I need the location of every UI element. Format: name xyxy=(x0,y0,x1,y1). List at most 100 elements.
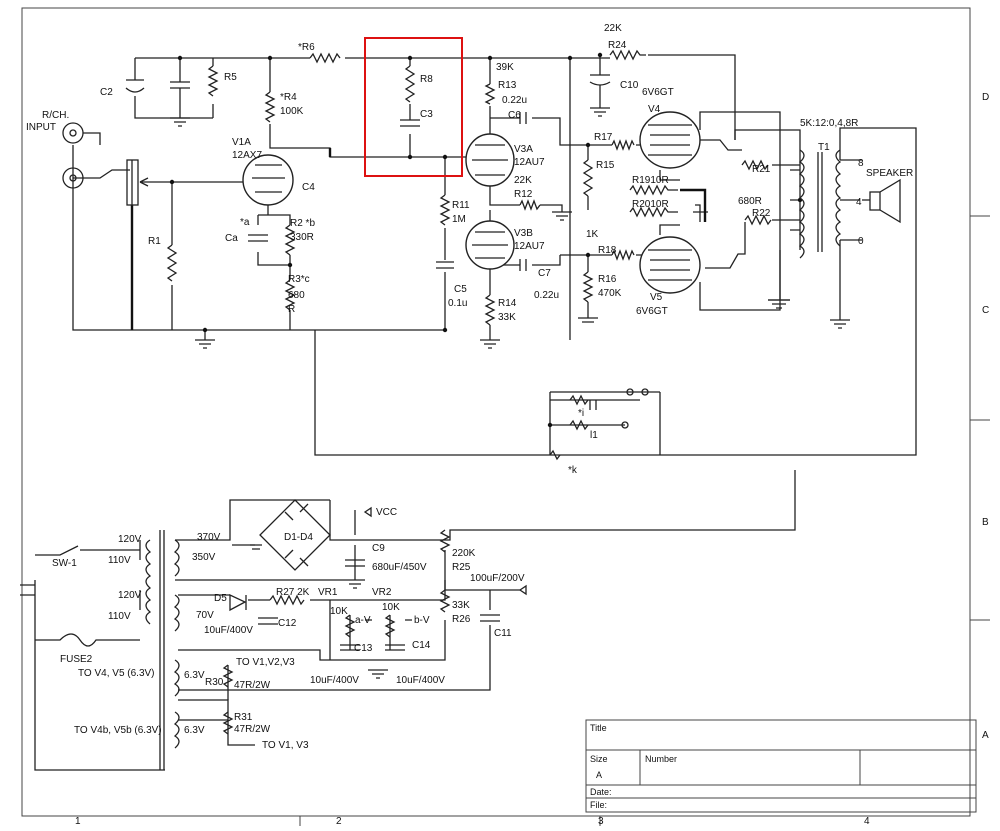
label-r31: R31 xyxy=(234,712,253,723)
ground-symbol xyxy=(578,317,598,323)
label-r14-value: 33K xyxy=(498,312,516,323)
label-ca-mark: *a xyxy=(240,217,250,228)
label-t1: T1 xyxy=(818,142,830,153)
label-v3a-type: 12AU7 xyxy=(514,157,545,168)
resistor-r1 xyxy=(166,244,178,282)
label-primary: 110V xyxy=(108,611,131,622)
potentiometer-vr1 xyxy=(344,614,356,638)
capacitor-c6 xyxy=(519,112,527,124)
label-r24-value: 22K xyxy=(604,23,622,34)
label-secondary: 70V xyxy=(196,610,214,621)
tube-v3b xyxy=(465,220,515,270)
resistor-r31 xyxy=(222,711,234,735)
date-label: Date: xyxy=(590,787,612,797)
volume-pot xyxy=(126,159,139,206)
label-r2-value: 330R xyxy=(290,232,314,243)
label-r3: R3*c xyxy=(288,274,310,285)
label-heater: TO V1, V3 xyxy=(262,740,309,751)
label-c12: C12 xyxy=(278,618,297,629)
label-r20: R2010R xyxy=(632,199,669,210)
ground-symbol xyxy=(250,544,262,550)
label-v1a-type: 12AX7 xyxy=(232,150,262,161)
resistor-r8 xyxy=(404,65,416,103)
label-tap: 0 xyxy=(858,236,864,247)
resistor-r12 xyxy=(519,199,541,211)
label-r4: *R4 xyxy=(280,92,297,103)
label-heater: TO V4, V5 (6.3V) xyxy=(78,668,155,679)
resistor-r3 xyxy=(284,279,296,311)
label-heater: TO V4b, V5b (6.3V) xyxy=(74,725,162,736)
resistor-r27 xyxy=(269,594,305,606)
label-vr1-value: 10K xyxy=(330,606,348,617)
grounds xyxy=(170,107,850,349)
label-r30: R30 xyxy=(205,677,224,688)
label-c7-value: 0.22u xyxy=(534,290,559,301)
power-transformer xyxy=(145,530,180,770)
zone-letter: C xyxy=(982,305,989,316)
resistor-r15 xyxy=(582,159,594,197)
resistor-r22 xyxy=(744,214,772,226)
resistors xyxy=(166,49,772,461)
size-value: A xyxy=(596,770,602,780)
zone-letter: D xyxy=(982,92,989,103)
label-v3a: V3A xyxy=(514,144,533,155)
signal-labels: R/CH. INPUT *R6 R5 C2 *R4 100K V1A 12AX7… xyxy=(26,23,913,476)
resistor-r11 xyxy=(439,194,451,226)
file-label: File: xyxy=(590,800,607,810)
label-secondary: 6.3V xyxy=(184,725,205,736)
resistor-r21 xyxy=(741,159,769,171)
capacitor-c12 xyxy=(258,617,278,625)
zone-letter: A xyxy=(982,730,989,741)
label-r3-unit: R xyxy=(288,304,295,315)
label-r15-value: 1K xyxy=(586,229,599,240)
label-r11: R11 xyxy=(452,200,470,211)
resistor-r26 xyxy=(439,589,451,613)
arrow-icon xyxy=(363,506,372,518)
label-tap: 4 xyxy=(856,197,862,208)
label-r25-value: 220K xyxy=(452,548,476,559)
label-fuse2: FUSE2 xyxy=(60,654,93,665)
label-v4: V4 xyxy=(648,104,661,115)
label-c9: C9 xyxy=(372,543,385,554)
resistor-r25 xyxy=(439,529,451,553)
label-r12-value: 22K xyxy=(514,175,532,186)
label-r19: R1910R xyxy=(632,175,669,186)
tube-v5 xyxy=(639,236,701,294)
label-c12-value: 10uF/400V xyxy=(204,625,253,636)
label-r8: R8 xyxy=(420,74,433,85)
resistor-r24 xyxy=(609,49,646,61)
label-v5-type: 6V6GT xyxy=(636,306,668,317)
label-d5: D5 xyxy=(214,593,227,604)
arrow-icon xyxy=(518,584,527,596)
resistor-r19 xyxy=(629,184,678,196)
capacitor-c5 xyxy=(436,261,454,269)
label-r30-value: 47R/2W xyxy=(234,680,271,691)
label-r4-value: 100K xyxy=(280,106,304,117)
resistor-r30 xyxy=(222,664,234,688)
label-star-i: *i xyxy=(578,408,584,419)
input-label: R/CH. xyxy=(42,110,69,121)
label-secondary: 6.3V xyxy=(184,670,205,681)
label-c3: C3 xyxy=(420,109,433,120)
diode-d5 xyxy=(229,593,247,612)
resistor-r5 xyxy=(207,65,219,97)
label-c11-value: 100uF/200V xyxy=(470,573,525,584)
label-r22: R22 xyxy=(752,208,771,219)
capacitor-ci xyxy=(589,400,597,410)
label-c13-value: 10uF/400V xyxy=(310,675,359,686)
resistor-l1 xyxy=(569,419,589,431)
size-label: Size xyxy=(590,754,608,764)
label-c6-value: 0.22u xyxy=(502,95,527,106)
terminal xyxy=(621,421,629,429)
power-capacitors xyxy=(258,559,500,651)
resistor-r16 xyxy=(582,271,594,303)
label-r24: R24 xyxy=(608,40,627,51)
pot-wiper xyxy=(139,177,149,187)
label-c7: C7 xyxy=(538,268,551,279)
label-c4: C4 xyxy=(302,182,315,193)
ground-symbol xyxy=(195,339,215,349)
label-vcc: VCC xyxy=(376,507,397,518)
speaker-icon xyxy=(862,178,901,224)
label-r1: R1 xyxy=(148,236,161,247)
